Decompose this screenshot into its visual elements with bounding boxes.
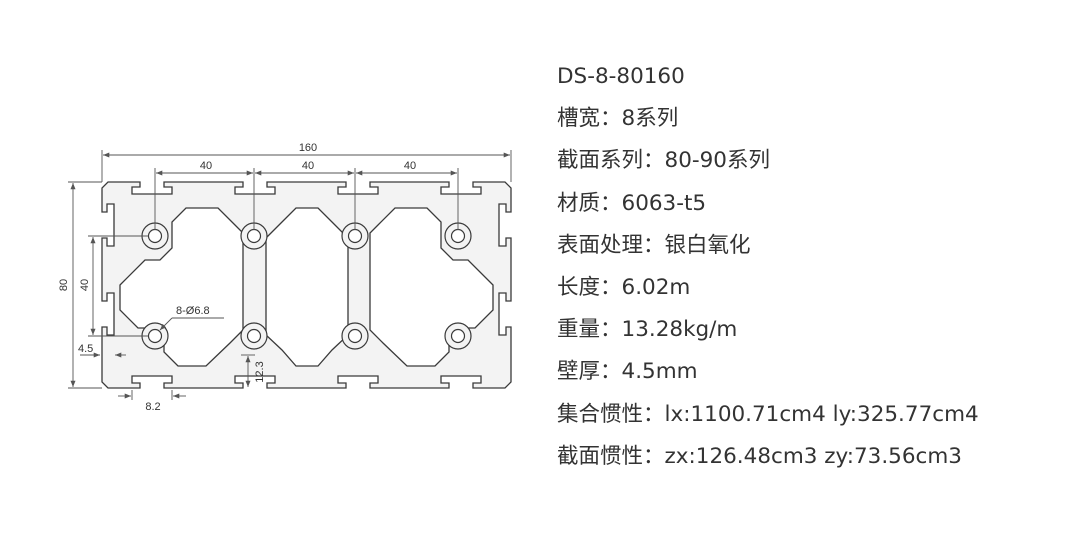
spec-value: 银白氧化: [664, 232, 751, 258]
spec-row-material: 材质：6063-t5: [557, 183, 979, 225]
profile-drawing: 160 40 40 40 80 40 8-Ø6.8 4.5 8.2 12.3: [58, 142, 512, 413]
spec-label: 重量：: [557, 317, 622, 343]
spec-label: 槽宽：: [557, 106, 622, 132]
spec-label: 长度：: [557, 274, 622, 300]
spec-label: 壁厚：: [557, 359, 622, 385]
dim-pitch-3: 40: [404, 160, 416, 172]
spec-label: 集合惯性：: [557, 401, 665, 427]
spec-row-slot-width: 槽宽：8系列: [557, 98, 979, 140]
spec-value: zx:126.48cm3 zy:73.56cm3: [664, 443, 962, 469]
spec-value: 6.02m: [621, 274, 691, 300]
spec-value: 80-90系列: [664, 148, 770, 174]
spec-value: 13.28kg/m: [621, 317, 738, 343]
dim-wall: 4.5: [78, 343, 93, 355]
dim-inner-height: 40: [79, 279, 91, 291]
spec-row-moment-inertia: 集合惯性：lx:1100.71cm4 ly:325.77cm4: [557, 394, 979, 436]
dim-pitch-2: 40: [302, 160, 314, 172]
dim-holes: 8-Ø6.8: [176, 305, 210, 317]
spec-row-wall-thickness: 壁厚：4.5mm: [557, 351, 979, 393]
spec-value: 6063-t5: [621, 190, 707, 216]
spec-label: 材质：: [557, 190, 622, 216]
spec-value: DS-8-80160: [557, 64, 685, 89]
spec-value: 8系列: [621, 106, 679, 132]
spec-label: 截面系列：: [557, 148, 665, 174]
dim-slot-depth: 12.3: [254, 361, 266, 382]
dim-overall-height: 80: [58, 279, 70, 291]
spec-row-surface: 表面处理：银白氧化: [557, 225, 979, 267]
spec-list: DS-8-80160 槽宽：8系列 截面系列：80-90系列 材质：6063-t…: [557, 56, 979, 478]
spec-value: 4.5mm: [621, 359, 698, 385]
spec-value: lx:1100.71cm4 ly:325.77cm4: [664, 401, 979, 427]
spec-label: 表面处理：: [557, 232, 665, 258]
dimension-labels: 160 40 40 40 80 40 8-Ø6.8 4.5 8.2 12.3: [58, 142, 416, 413]
spec-row-weight: 重量：13.28kg/m: [557, 309, 979, 351]
spec-row-section-modulus: 截面惯性：zx:126.48cm3 zy:73.56cm3: [557, 436, 979, 478]
dimension-lines: [68, 150, 512, 400]
spec-label: 截面惯性：: [557, 443, 665, 469]
dim-pitch-1: 40: [200, 160, 212, 172]
profile-cavities: [119, 207, 494, 367]
spec-row-section-series: 截面系列：80-90系列: [557, 140, 979, 182]
dim-overall-width: 160: [299, 142, 317, 154]
spec-row-model: DS-8-80160: [557, 56, 979, 98]
dim-slot-width: 8.2: [145, 401, 160, 413]
spec-row-length: 长度：6.02m: [557, 267, 979, 309]
